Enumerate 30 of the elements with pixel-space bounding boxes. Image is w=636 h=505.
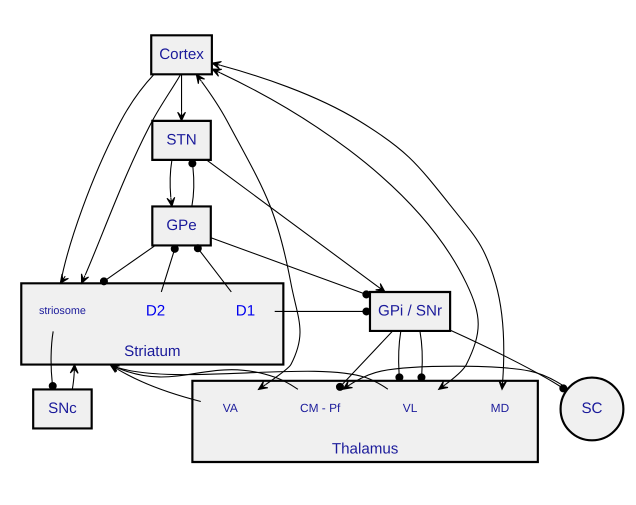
connector xyxy=(274,306,370,315)
node-text: striosome xyxy=(38,304,86,317)
connector xyxy=(210,236,370,298)
node-box: SNc xyxy=(32,388,93,430)
node-text: CM - Pf xyxy=(300,400,340,414)
connector xyxy=(336,330,393,390)
node-text: MD xyxy=(490,400,510,414)
arrow xyxy=(342,365,568,390)
arrow xyxy=(60,74,154,284)
connector xyxy=(395,330,404,381)
arrow xyxy=(206,159,386,292)
connector xyxy=(160,244,179,292)
connector xyxy=(48,330,57,390)
node-box: STN xyxy=(151,119,212,160)
arrow xyxy=(166,159,176,206)
node-box: GPi / SNr xyxy=(368,290,452,332)
arrow xyxy=(196,73,300,390)
connector xyxy=(194,244,232,292)
arrow xyxy=(177,74,186,121)
node-text: D1 xyxy=(236,302,256,319)
connector xyxy=(417,330,426,381)
node-box: Cortex xyxy=(150,34,213,75)
node-text: VL xyxy=(402,400,418,414)
node-text: D2 xyxy=(146,302,166,319)
arrow xyxy=(80,74,182,284)
node-box: GPe xyxy=(151,204,212,246)
connector xyxy=(188,158,196,206)
node-text: VA xyxy=(222,400,238,414)
connector xyxy=(100,244,156,285)
arrow xyxy=(70,364,79,389)
